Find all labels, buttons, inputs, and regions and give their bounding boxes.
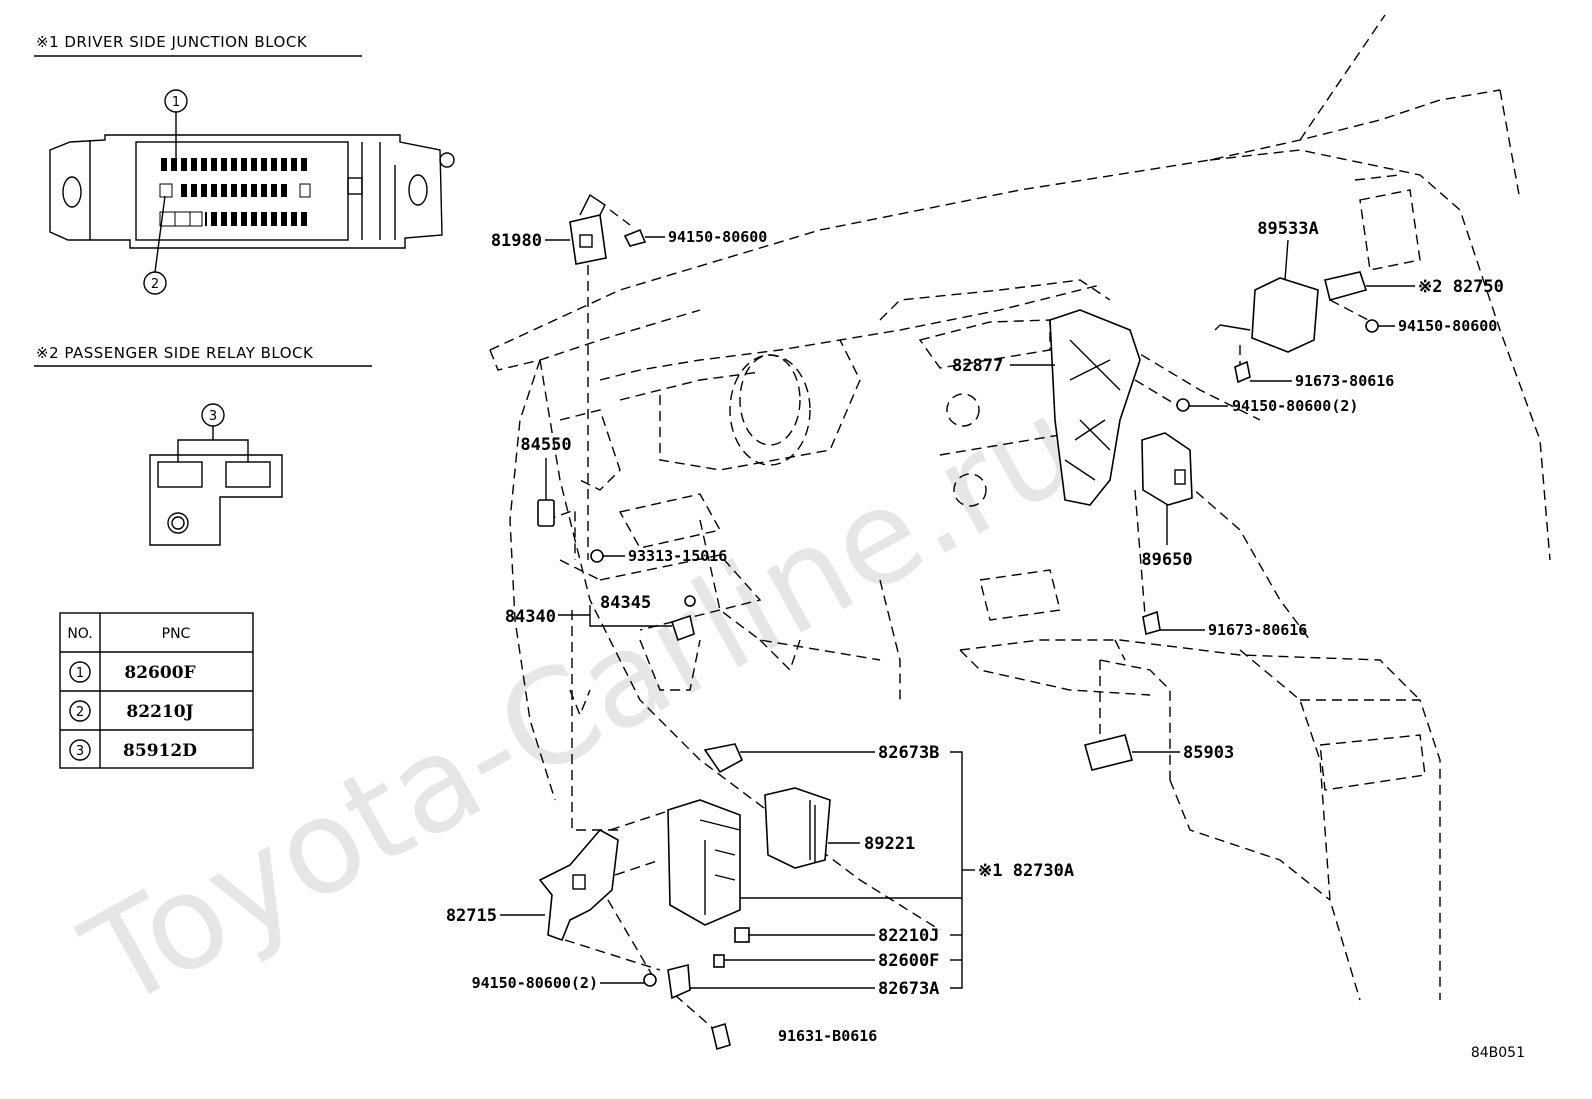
part-labels: 81980 94150-80600 84550 93313-15016 8434… (446, 219, 1504, 1045)
part-nut-bottom (643, 973, 657, 987)
label-94150-top: 94150-80600 (668, 228, 767, 246)
part-82673A-bracket (667, 963, 691, 1000)
callout-2: 2 (143, 195, 167, 295)
label-94150-bottom: 94150-80600(2) (472, 974, 598, 992)
svg-text:1: 1 (76, 666, 84, 681)
svg-text:2: 2 (151, 277, 159, 292)
part-84345-switch (670, 595, 696, 642)
label-94150-right: 94150-80600 (1398, 317, 1497, 335)
svg-text:82600F: 82600F (124, 663, 195, 683)
label-82715: 82715 (446, 906, 497, 926)
fuse-row-2 (159, 183, 311, 198)
part-84550-sensor (537, 499, 555, 527)
label-82750: ※2 82750 (1418, 277, 1504, 297)
label-82730A: ※1 82730A (978, 861, 1074, 881)
part-89650-ecu (1141, 432, 1193, 506)
callout-1: 1 (164, 89, 188, 162)
part-82715-bracket (538, 828, 619, 942)
table-row: 3 85912D (69, 739, 197, 761)
part-82600F-fuse (713, 954, 725, 968)
svg-text:2: 2 (76, 705, 84, 720)
label-82673B: 82673B (878, 743, 939, 763)
fuse-row-3 (159, 211, 310, 227)
part-grommet-top (623, 228, 647, 247)
passenger-relay-block-legend: ※2 PASSENGER SIDE RELAY BLOCK 3 (34, 344, 372, 546)
label-91673-b: 91673-80616 (1208, 621, 1307, 639)
label-85903: 85903 (1183, 743, 1234, 763)
passenger-block-title: ※2 PASSENGER SIDE RELAY BLOCK (36, 344, 314, 362)
part-nut-mid (1176, 398, 1190, 412)
part-82210J-relay (734, 927, 750, 943)
dashboard-outline (489, 14, 1551, 1001)
watermark: Toyota-Carline.ru (60, 368, 1102, 1038)
svg-text:3: 3 (209, 409, 217, 424)
part-82877-bracket (1049, 309, 1141, 506)
label-84340: 84340 (505, 607, 556, 627)
relay-block-drawing (149, 454, 283, 546)
junction-block-drawing (49, 134, 455, 249)
part-93313-bolt (590, 549, 604, 563)
part-nut-right (1365, 319, 1379, 333)
pnc-table: NO. PNC 1 82600F 2 82210J 3 85912D (59, 612, 254, 769)
label-leaders (500, 236, 1415, 989)
table-row: 1 82600F (69, 661, 196, 683)
label-84550: 84550 (520, 435, 571, 455)
part-89533A-module (1214, 277, 1319, 353)
label-91631: 91631-B0616 (778, 1027, 877, 1045)
label-82877: 82877 (952, 356, 1003, 376)
part-91673-bolt-a (1234, 360, 1251, 384)
label-89221: 89221 (864, 834, 915, 854)
fuse-row-1 (160, 158, 310, 171)
table-header-pnc: PNC (162, 626, 191, 642)
label-89650: 89650 (1141, 550, 1192, 570)
label-82673A: 82673A (878, 979, 939, 999)
label-93313: 93313-15016 (628, 547, 727, 565)
label-91673-a: 91673-80616 (1295, 372, 1394, 390)
label-81980: 81980 (491, 231, 542, 251)
label-89533A: 89533A (1257, 219, 1318, 239)
part-91631-bolt (711, 1022, 731, 1051)
label-84345: 84345 (600, 593, 651, 613)
svg-text:85912D: 85912D (123, 741, 197, 761)
label-82600F: 82600F (878, 951, 939, 971)
part-82750-relay-block (1324, 271, 1368, 301)
svg-text:3: 3 (76, 744, 84, 759)
part-85903-module (1084, 734, 1133, 771)
part-81980-switch (569, 193, 607, 265)
diagram-code: 84B051 (1471, 1045, 1525, 1061)
callout-3: 3 (177, 403, 249, 462)
label-82210J: 82210J (878, 926, 939, 946)
table-header-no: NO. (67, 626, 92, 642)
table-row: 2 82210J (69, 700, 194, 722)
part-89221-ecu (764, 787, 831, 869)
svg-text:1: 1 (172, 95, 180, 110)
label-94150-2: 94150-80600(2) (1232, 397, 1358, 415)
part-82673B-bracket (703, 743, 744, 774)
part-91673-bolt-b (1142, 610, 1161, 636)
part-junction-block (667, 799, 741, 926)
driver-block-title: ※1 DRIVER SIDE JUNCTION BLOCK (36, 33, 308, 51)
svg-text:82210J: 82210J (126, 702, 193, 722)
driver-junction-block-legend: ※1 DRIVER SIDE JUNCTION BLOCK (34, 33, 455, 295)
